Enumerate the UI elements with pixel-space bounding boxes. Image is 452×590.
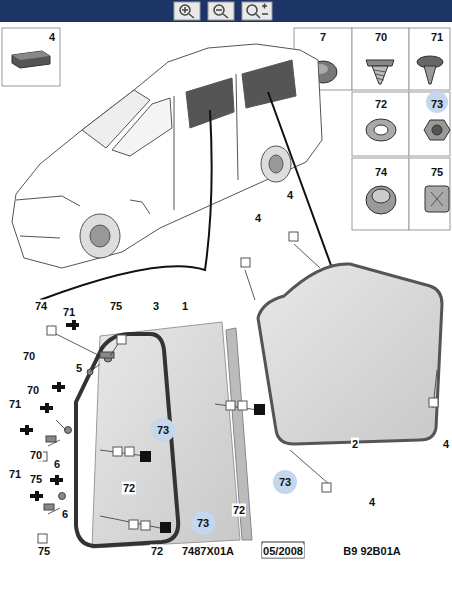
callout-number: 75 [430, 166, 444, 179]
callout-number: 1 [181, 300, 189, 313]
callout-number: 2 [351, 438, 359, 451]
leader-lines [48, 244, 437, 528]
van-outline [12, 44, 322, 268]
cross-markers [20, 320, 79, 501]
callout-number: 71 [8, 468, 22, 481]
callout-number: 70 [22, 350, 36, 363]
zoom-buttons [174, 2, 272, 20]
callout-number: 75 [29, 473, 43, 486]
callout-number: 75 [37, 545, 51, 558]
callout-number: 72 [374, 98, 388, 111]
fasteners [44, 352, 114, 510]
callout-number: 5 [75, 362, 83, 375]
callout-number: 73 [430, 98, 444, 111]
callout-number: 4 [254, 212, 262, 225]
toolbar [0, 0, 452, 22]
callout-number: 72 [232, 504, 246, 517]
highlight-circle [426, 91, 448, 113]
callout-number: 73 [196, 517, 210, 530]
callout-number: 74 [374, 166, 388, 179]
glass-strip [226, 328, 252, 540]
drawing-code: 7487X01A [181, 545, 235, 558]
callout-number: 4 [48, 31, 56, 44]
magnifier-icons [180, 4, 268, 19]
drawing-code: 05/2008 [262, 545, 304, 558]
window-seal [76, 334, 178, 546]
callout-number: 73 [278, 476, 292, 489]
tag-squares [38, 232, 438, 543]
callout-number: 6 [61, 508, 69, 521]
callout-number: 4 [286, 189, 294, 202]
date-box [262, 542, 304, 558]
callout-number: 3 [152, 300, 160, 313]
callout-number: 72 [150, 545, 164, 558]
reference-arcs [40, 92, 332, 300]
callout-number: 6 [53, 458, 61, 471]
callout-number: 70 [374, 31, 388, 44]
callout-number: 74 [34, 300, 48, 313]
callout-number: 4 [442, 438, 450, 451]
part-box [2, 28, 60, 86]
callout-number: 75 [109, 300, 123, 313]
callout-number: 71 [62, 306, 76, 319]
highlight-circles [151, 418, 297, 535]
callout-number: 73 [156, 424, 170, 437]
callout-number: 70 [29, 449, 43, 462]
hardware-icons [309, 56, 450, 214]
callout-number: 70 [26, 384, 40, 397]
callout-number: 72 [122, 482, 136, 495]
callout-number: 71 [8, 398, 22, 411]
callout-number: 4 [368, 496, 376, 509]
foam-block [12, 51, 50, 68]
callout-number: 71 [430, 31, 444, 44]
callout-number: 7 [319, 31, 327, 44]
drawing-code: B9 92B01A [342, 545, 401, 558]
glass-panel [258, 264, 442, 444]
